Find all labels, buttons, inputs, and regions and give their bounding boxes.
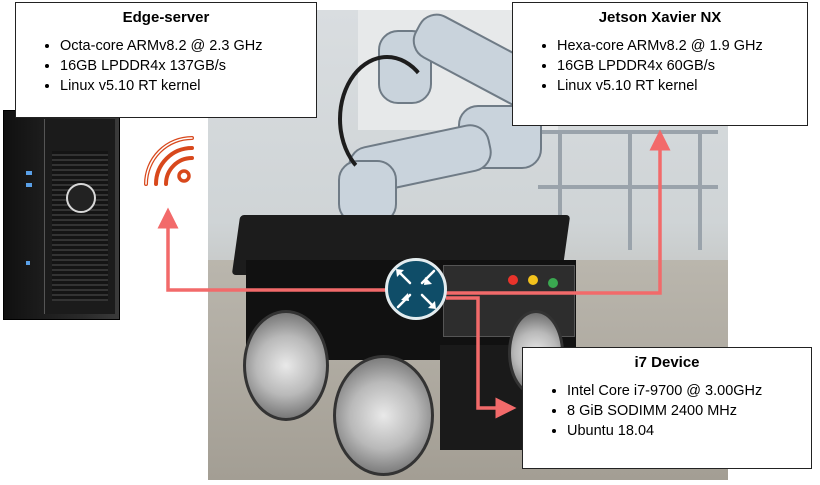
spec-item: Ubuntu 18.04	[567, 421, 811, 441]
server-grille	[52, 151, 108, 301]
arrow-to-jetson	[446, 129, 671, 295]
i7-device-title: i7 Device	[634, 354, 700, 371]
panel-button	[528, 275, 538, 285]
robot-cable	[338, 55, 436, 183]
edge-server-spec-list: Octa-core ARMv8.2 @ 2.3 GHz 16GB LPDDR4x…	[16, 36, 316, 96]
mecanum-wheel	[333, 355, 434, 476]
spec-item: 16GB LPDDR4x 60GB/s	[557, 56, 807, 76]
jetson-spec-box: Jetson Xavier NX Hexa-core ARMv8.2 @ 1.9…	[512, 2, 808, 126]
tower-server-icon	[3, 110, 120, 320]
panel-button	[548, 278, 558, 288]
server-led	[26, 261, 30, 265]
i7-device-spec-list: Intel Core i7-9700 @ 3.00GHz 8 GiB SODIM…	[523, 381, 811, 441]
shelf-post	[698, 130, 702, 250]
spec-item: 8 GiB SODIMM 2400 MHz	[567, 401, 811, 421]
server-led	[26, 183, 32, 187]
spec-item: Octa-core ARMv8.2 @ 2.3 GHz	[60, 36, 316, 56]
edge-server-spec-box: Edge-server Octa-core ARMv8.2 @ 2.3 GHz …	[15, 2, 317, 118]
wifi-icon	[144, 136, 194, 186]
jetson-title: Jetson Xavier NX	[598, 9, 722, 26]
edge-server-title: Edge-server	[122, 9, 210, 26]
spec-item: Linux v5.10 RT kernel	[557, 76, 807, 96]
server-led	[26, 171, 32, 175]
shelf-post	[558, 130, 562, 250]
jetson-spec-list: Hexa-core ARMv8.2 @ 1.9 GHz 16GB LPDDR4x…	[513, 36, 807, 96]
spec-item: Hexa-core ARMv8.2 @ 1.9 GHz	[557, 36, 807, 56]
arrow-to-i7-device	[446, 296, 517, 419]
spec-item: 16GB LPDDR4x 137GB/s	[60, 56, 316, 76]
spec-item: Linux v5.10 RT kernel	[60, 76, 316, 96]
arrow-to-edge-server	[157, 207, 388, 292]
emergency-stop	[508, 275, 518, 285]
router-icon	[385, 258, 447, 320]
shelf-post	[628, 130, 632, 250]
mecanum-wheel	[243, 310, 329, 421]
i7-device-spec-box: i7 Device Intel Core i7-9700 @ 3.00GHz 8…	[522, 347, 812, 469]
server-logo	[66, 183, 96, 213]
spec-item: Intel Core i7-9700 @ 3.00GHz	[567, 381, 811, 401]
